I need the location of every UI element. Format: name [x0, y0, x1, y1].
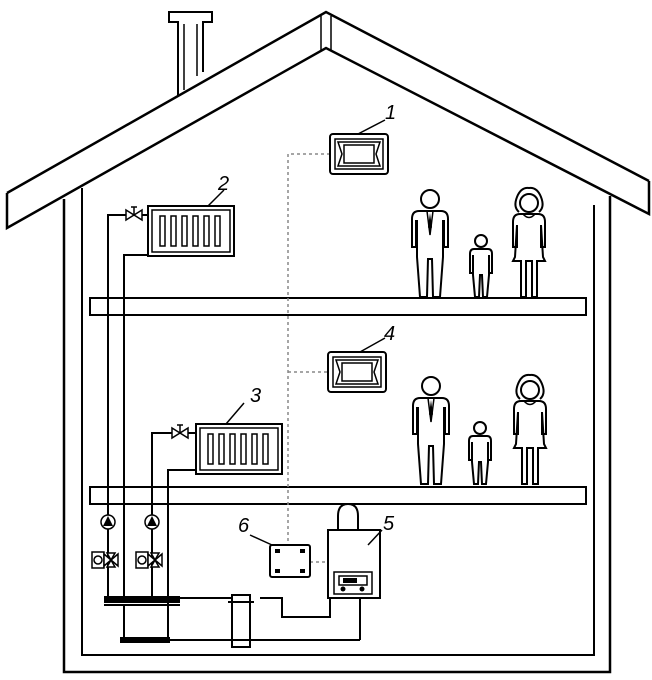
radiator-lower [195, 423, 283, 475]
person-woman-lower [513, 373, 547, 485]
mixing-valve-lower-circuit [135, 551, 163, 569]
pump-lower-circuit [144, 514, 160, 530]
callout-5: 5 [383, 513, 395, 535]
person-woman-upper [512, 186, 546, 298]
person-man-upper [411, 189, 449, 298]
callout-4: 4 [384, 323, 395, 345]
lower-floor-slab [89, 486, 587, 505]
manifold-bar [104, 596, 180, 643]
thermostat-upper [329, 133, 389, 175]
callout-leaders [207, 119, 386, 546]
hydraulic-separator [228, 594, 254, 648]
roof [5, 10, 651, 231]
person-man-lower [412, 376, 450, 485]
chimney [168, 11, 213, 96]
person-child-lower [468, 421, 492, 485]
house-walls [62, 188, 612, 674]
callout-3: 3 [250, 385, 261, 407]
radiator-valve-upper [125, 206, 143, 221]
boiler [327, 502, 381, 599]
upper-floor-slab [89, 297, 587, 316]
thermostat-lower [327, 351, 387, 393]
radiator-upper [147, 205, 235, 257]
callout-1: 1 [385, 102, 396, 124]
pump-upper-circuit [100, 514, 116, 530]
callout-2: 2 [217, 173, 229, 195]
radiator-valve-lower [171, 424, 189, 439]
callout-6: 6 [238, 515, 250, 537]
mixing-valve-upper-circuit [91, 551, 119, 569]
controller-box [269, 544, 311, 578]
person-child-upper [469, 234, 493, 298]
